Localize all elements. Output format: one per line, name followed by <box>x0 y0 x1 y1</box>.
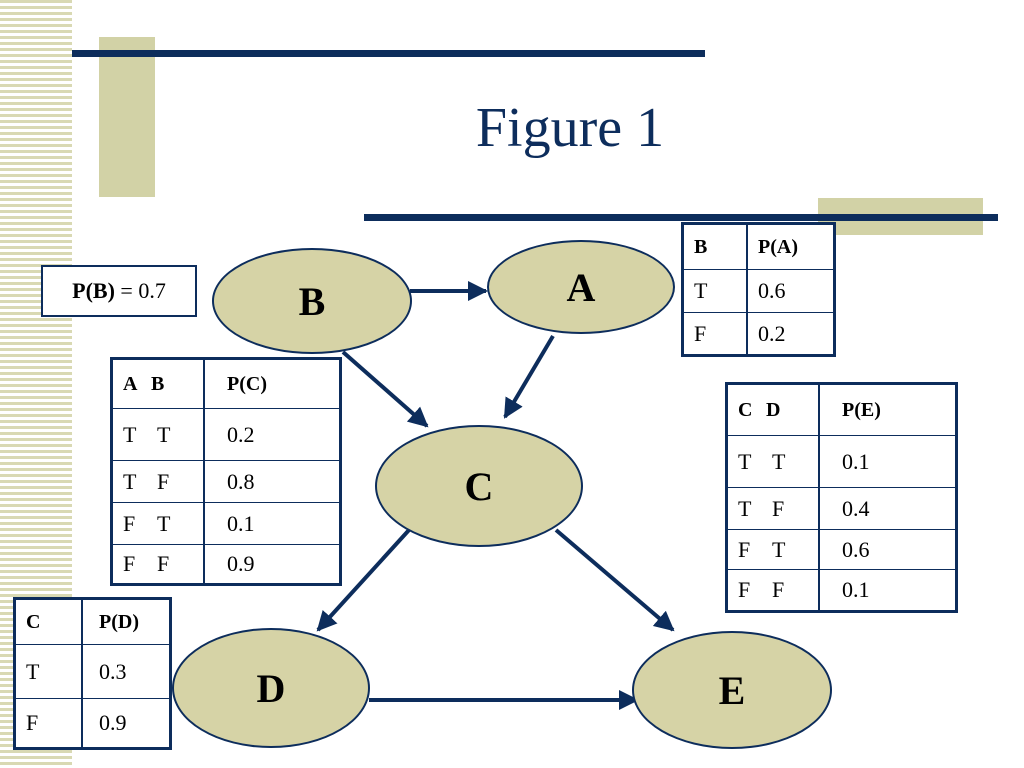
node-c-label: C <box>464 463 494 509</box>
cpt-a-header-b: B <box>682 223 748 270</box>
node-a: A <box>487 240 675 334</box>
cpt-e-cell: 0.4 <box>818 487 957 530</box>
cpt-e-cell: 0.1 <box>818 569 957 612</box>
edge-a-c <box>503 334 555 419</box>
node-d-label: D <box>256 665 286 711</box>
cpt-d-cell: T <box>14 644 83 699</box>
cpt-c-cell: 0.9 <box>203 544 341 585</box>
prior-b-value: = 0.7 <box>114 278 166 303</box>
edge-b-c <box>341 350 429 428</box>
cpt-e-cell: F <box>738 577 751 602</box>
cpt-d-header-pd: P(D) <box>81 598 171 645</box>
node-c: C <box>375 425 583 547</box>
cpt-e-cell: T <box>772 448 786 474</box>
cpt-e-cell: 0.6 <box>818 529 957 570</box>
cpt-e-cell: 0.1 <box>818 435 957 488</box>
prior-b-box: P(B) = 0.7 <box>41 265 197 317</box>
edge-c-d <box>316 528 411 632</box>
node-e: E <box>632 631 832 749</box>
cpt-c-cell: 0.8 <box>203 460 341 503</box>
cpt-c-cell: 0.1 <box>203 502 341 545</box>
cpt-d-cell: F <box>14 698 83 749</box>
cpt-c-cell: F <box>123 551 136 576</box>
cpt-a-header-pa: P(A) <box>746 223 835 270</box>
cpt-e-cell: F <box>738 536 751 562</box>
page-title: Figure 1 <box>475 97 665 159</box>
cpt-c-cell: 0.2 <box>203 408 341 461</box>
cpt-d-cell: 0.9 <box>81 698 171 749</box>
cpt-c-cell: F <box>157 468 170 494</box>
cpt-a-cell: T <box>682 269 748 313</box>
cpt-e-cell: T <box>772 536 786 562</box>
cpt-a-cell: 0.6 <box>746 269 835 313</box>
node-e-label: E <box>718 667 746 713</box>
cpt-e-header-d: D <box>766 398 781 421</box>
decor-line-middle <box>364 214 998 221</box>
cpt-e-header-c: C <box>738 398 753 421</box>
decor-line-top <box>72 50 705 57</box>
cpt-a-cell: F <box>682 312 748 356</box>
cpt-table-a: B P(A) T 0.6 F 0.2 <box>681 222 836 357</box>
cpt-c-cell: F <box>157 551 170 576</box>
cpt-e-cell: F <box>772 577 785 602</box>
cpt-c-cell: F <box>123 510 136 536</box>
cpt-table-d: C P(D) T 0.3 F 0.9 <box>13 597 172 750</box>
cpt-a-cell: 0.2 <box>746 312 835 356</box>
node-b: B <box>212 248 412 354</box>
edge-c-e <box>554 528 675 632</box>
cpt-d-header-c: C <box>14 598 83 645</box>
cpt-c-cell: T <box>123 468 137 494</box>
cpt-e-cell: T <box>738 495 752 521</box>
cpt-c-header-b: B <box>151 372 165 395</box>
cpt-c-cell: T <box>157 510 171 536</box>
node-a-label: A <box>566 264 596 310</box>
cpt-c-header-pc: P(C) <box>203 358 341 409</box>
cpt-c-cell: T <box>123 421 137 447</box>
cpt-c-header-a: A <box>123 372 138 395</box>
node-b-label: B <box>298 278 326 324</box>
cpt-e-cell: F <box>772 495 785 521</box>
node-d: D <box>172 628 370 748</box>
prior-b-label: P(B) <box>72 278 115 303</box>
cpt-d-cell: 0.3 <box>81 644 171 699</box>
decor-rect-top-left <box>99 37 155 197</box>
cpt-e-cell: T <box>738 448 752 474</box>
cpt-c-cell: T <box>157 421 171 447</box>
cpt-e-header-pe: P(E) <box>818 383 957 436</box>
